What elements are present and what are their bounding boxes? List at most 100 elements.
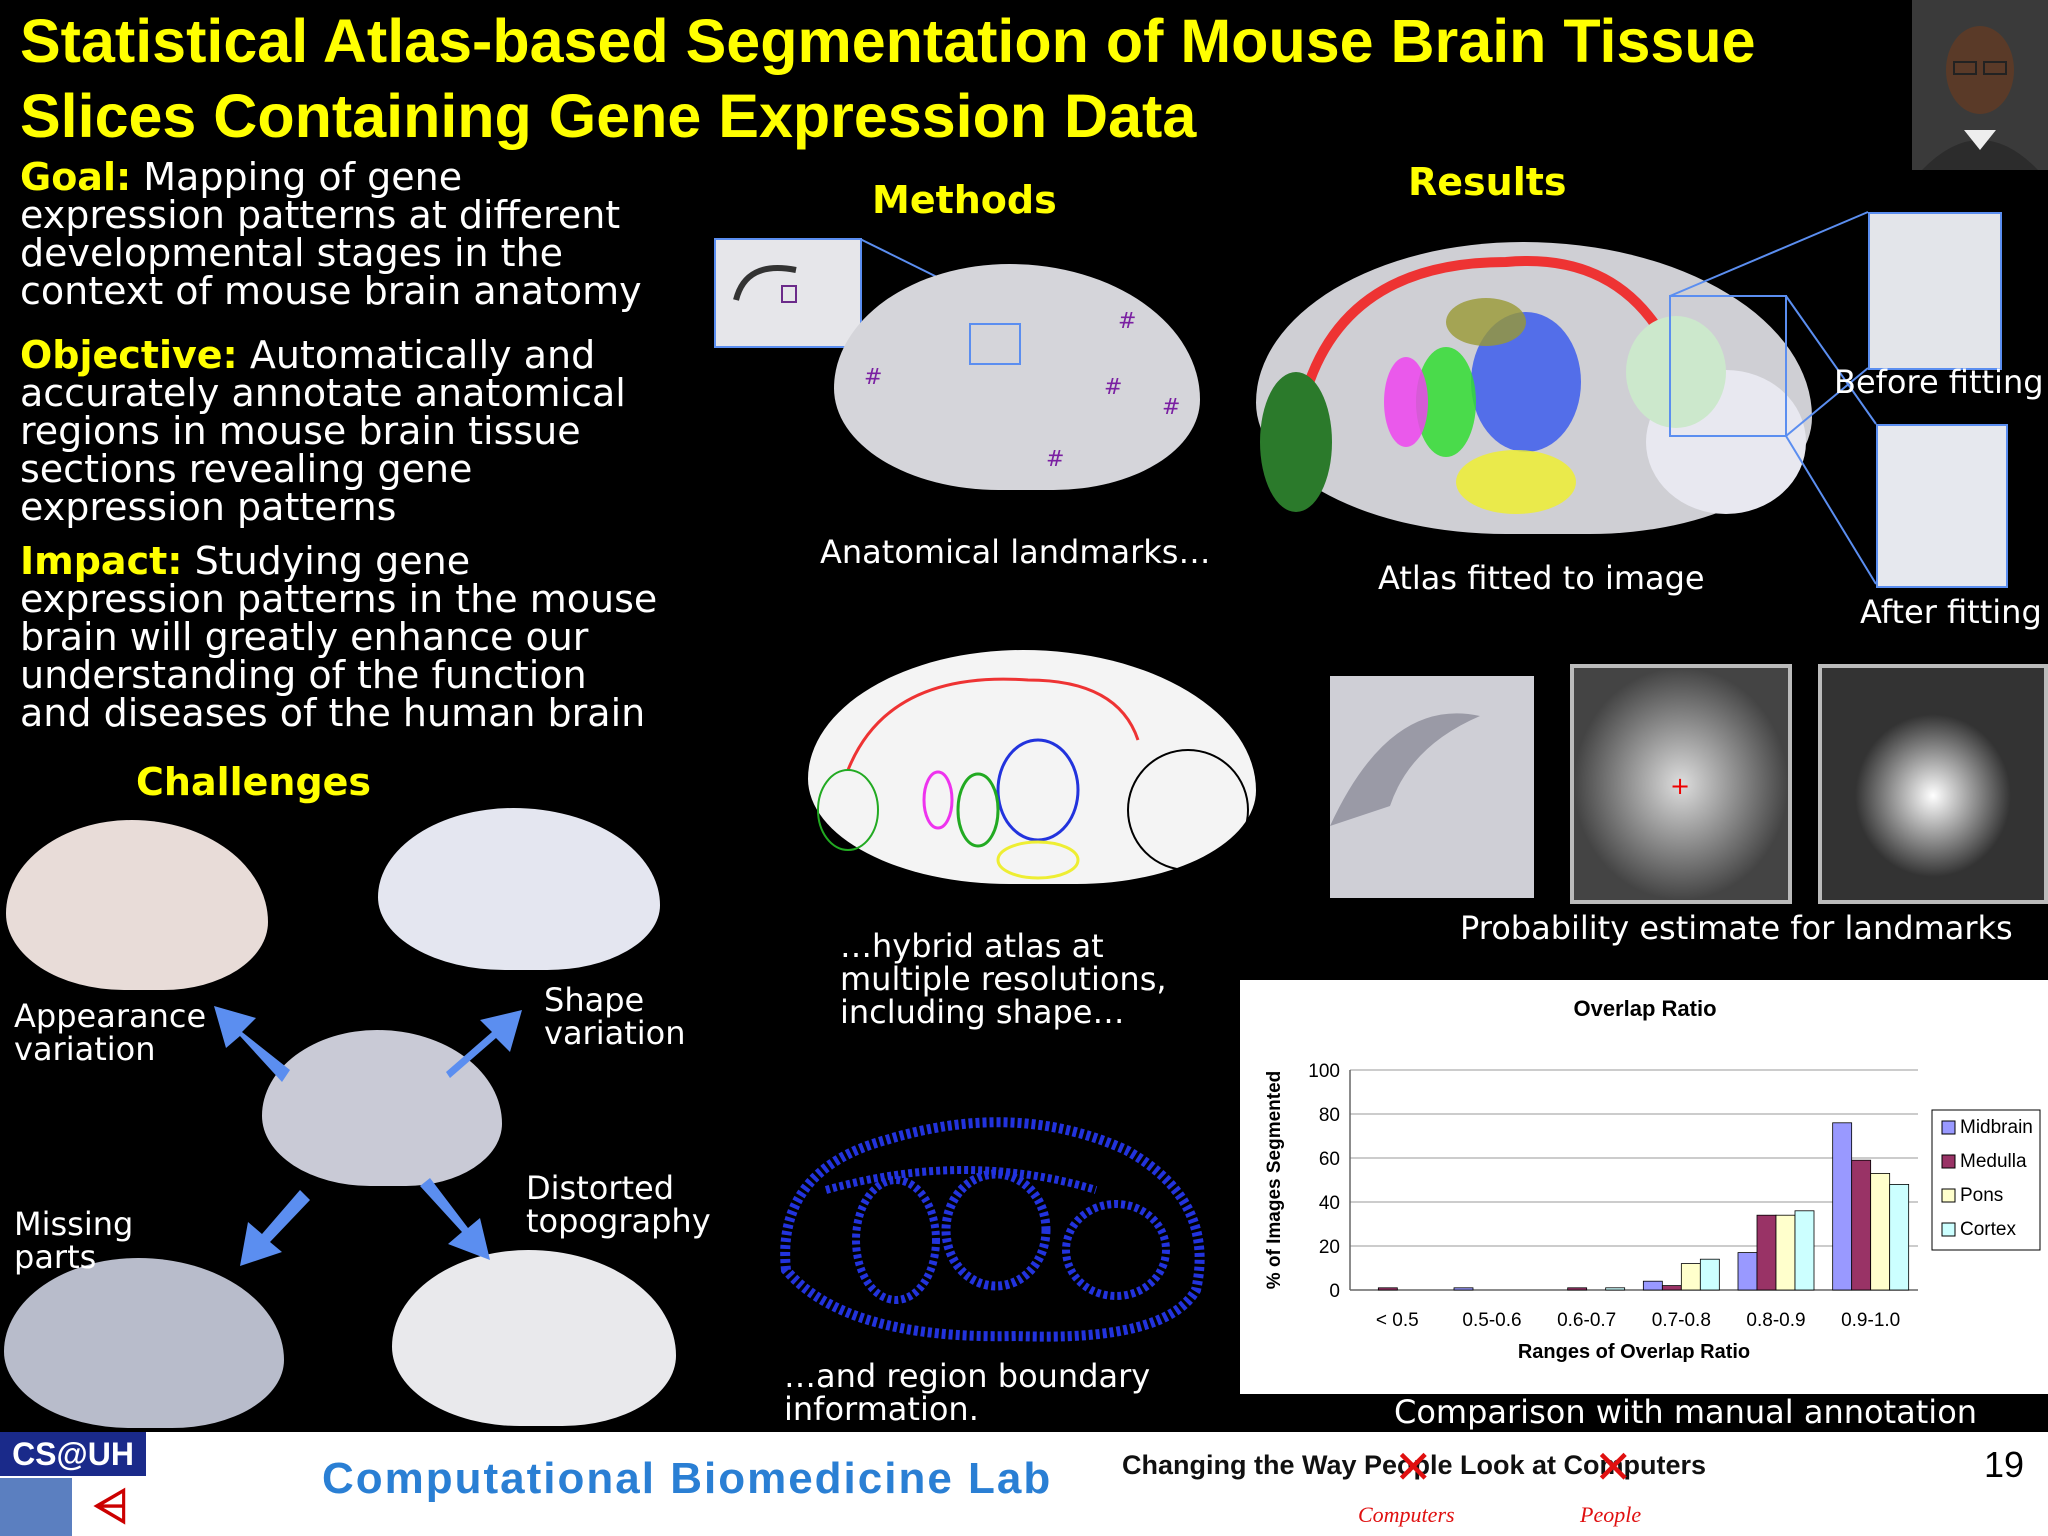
hybrid-caption: …hybrid atlas at multiple resolutions, i… bbox=[840, 927, 1167, 1031]
brain-image-distorted bbox=[392, 1250, 676, 1426]
legend-label-cortex: Cortex bbox=[1960, 1219, 2016, 1240]
before-fitting-caption: Before fitting bbox=[1834, 363, 2044, 401]
distorted-caption: Distorted topography bbox=[526, 1169, 711, 1240]
arrow-up-left bbox=[214, 1006, 290, 1082]
comparison-caption: Comparison with manual annotation bbox=[1394, 1393, 1978, 1431]
bar-midbrain-3 bbox=[1642, 1280, 1663, 1291]
y-tick-label: 60 bbox=[1319, 1149, 1340, 1170]
footer-bar: CS@UH ⩤ Computational Biomedicine Lab Ch… bbox=[0, 1432, 2048, 1536]
brain-image-missing bbox=[4, 1258, 284, 1428]
svg-text:#: # bbox=[1046, 447, 1064, 472]
after-fitting-caption: After fitting bbox=[1860, 593, 2042, 631]
objective-label: Objective: bbox=[20, 333, 238, 377]
probability-map-1: + bbox=[1570, 664, 1792, 904]
x-tick-label: 0.8-0.9 bbox=[1746, 1310, 1805, 1331]
x-tick-label: 0.5-0.6 bbox=[1462, 1310, 1521, 1331]
bar-cortex-3 bbox=[1699, 1258, 1720, 1291]
x-tick-label: 0.9-1.0 bbox=[1841, 1310, 1900, 1331]
x-axis-title: Ranges of Overlap Ratio bbox=[1518, 1341, 1750, 1363]
challenge-arrows bbox=[214, 1006, 522, 1266]
chart-title: Overlap Ratio bbox=[1573, 996, 1716, 1021]
svg-text:#: # bbox=[1104, 375, 1122, 400]
bar-medulla-5 bbox=[1851, 1159, 1872, 1291]
bar-midbrain-4 bbox=[1737, 1252, 1758, 1291]
page-number: 19 bbox=[1984, 1444, 2025, 1485]
impact-label: Impact: bbox=[20, 539, 183, 583]
bar-cortex-4 bbox=[1794, 1210, 1815, 1291]
legend-label-medulla: Medulla bbox=[1960, 1151, 2027, 1172]
arrow-down-right bbox=[420, 1178, 490, 1260]
bar-pons-5 bbox=[1870, 1172, 1891, 1291]
goal-label: Goal: bbox=[20, 155, 132, 199]
methods-heading: Methods bbox=[872, 178, 1057, 222]
cross-mark-icon-1: ✕ bbox=[1394, 1440, 1433, 1494]
uh-logo-icon: ⩤ bbox=[78, 1478, 144, 1536]
svg-text:+: + bbox=[1670, 772, 1690, 800]
hybrid-atlas-image bbox=[808, 650, 1256, 884]
bar-midbrain-1 bbox=[1453, 1287, 1474, 1291]
brain-image-landmarks bbox=[834, 264, 1200, 490]
landmark-markers: # # # # # bbox=[864, 309, 1180, 472]
landmark-zoom-inset bbox=[714, 238, 862, 348]
objective-text: Automatically and accurately annotate an… bbox=[20, 333, 626, 529]
csuh-logo: CS@UH bbox=[0, 1432, 146, 1476]
brain-image-center bbox=[262, 1030, 502, 1186]
slide-title: Statistical Atlas-based Segmentation of … bbox=[20, 7, 1756, 150]
x-tick-label: 0.7-0.8 bbox=[1652, 1310, 1711, 1331]
brain-image-shape bbox=[378, 808, 660, 970]
bar-cortex-5 bbox=[1889, 1183, 1910, 1291]
bar-cortex-2 bbox=[1605, 1287, 1626, 1291]
legend-swatch-cortex bbox=[1941, 1222, 1956, 1237]
goal-paragraph: Goal: Mapping of gene expression pattern… bbox=[20, 158, 660, 310]
slogan-replacement-2: People bbox=[1580, 1502, 1642, 1527]
svg-text:#: # bbox=[1118, 309, 1136, 334]
lab-name: Computational Biomedicine Lab bbox=[322, 1454, 1053, 1503]
y-tick-label: 100 bbox=[1308, 1061, 1340, 1082]
challenges-heading: Challenges bbox=[136, 760, 372, 804]
atlas-fitted-image bbox=[1256, 242, 1812, 534]
fitting-connector-lines bbox=[1669, 211, 1877, 585]
slogan-replacement-1: Computers bbox=[1358, 1502, 1455, 1527]
presenter-photo bbox=[1912, 0, 2048, 170]
cross-mark-icon-2: ✕ bbox=[1594, 1440, 1633, 1494]
legend-swatch-pons bbox=[1941, 1188, 1956, 1203]
results-heading: Results bbox=[1408, 160, 1567, 204]
x-tick-label: 0.6-0.7 bbox=[1557, 1310, 1616, 1331]
atlas-fitted-caption: Atlas fitted to image bbox=[1378, 559, 1705, 597]
y-tick-label: 20 bbox=[1319, 1237, 1340, 1258]
goal-text: Mapping of gene expression patterns at d… bbox=[20, 155, 642, 313]
y-tick-label: 40 bbox=[1319, 1193, 1340, 1214]
shape-caption: Shape variation bbox=[544, 981, 686, 1052]
bar-midbrain-5 bbox=[1832, 1122, 1853, 1291]
cbl-logo-icon bbox=[0, 1478, 72, 1536]
boundary-atlas-image bbox=[766, 1110, 1216, 1342]
bar-medulla-4 bbox=[1756, 1214, 1777, 1291]
svg-text:#: # bbox=[864, 365, 882, 390]
overlap-ratio-chart: Overlap Ratio 0 20 40 60 80 100 < 0.5 0.5-0.6 0.6… bbox=[1240, 980, 2048, 1394]
landmarks-caption: Anatomical landmarks… bbox=[820, 533, 1211, 571]
arrow-down-left bbox=[240, 1190, 310, 1266]
y-tick-label: 0 bbox=[1329, 1281, 1340, 1302]
bar-medulla-2 bbox=[1567, 1287, 1588, 1291]
brain-image-appearance bbox=[6, 820, 268, 990]
bar-pons-4 bbox=[1775, 1214, 1796, 1291]
bar-pons-3 bbox=[1680, 1263, 1701, 1291]
bar-medulla-0 bbox=[1377, 1287, 1398, 1291]
legend-swatch-medulla bbox=[1941, 1154, 1956, 1169]
svg-text:#: # bbox=[1162, 395, 1180, 420]
y-tick-label: 80 bbox=[1319, 1105, 1340, 1126]
legend-label-midbrain: Midbrain bbox=[1960, 1117, 2033, 1138]
probability-caption: Probability estimate for landmarks bbox=[1460, 909, 2013, 947]
arrow-up-right bbox=[446, 1010, 522, 1078]
probability-map-2 bbox=[1818, 664, 2048, 904]
after-fitting-inset bbox=[1876, 424, 2008, 588]
x-tick-label: < 0.5 bbox=[1376, 1310, 1419, 1331]
legend-label-pons: Pons bbox=[1960, 1185, 2003, 1206]
boundary-caption: …and region boundary information. bbox=[784, 1357, 1151, 1428]
objective-paragraph: Objective: Automatically and accurately … bbox=[20, 336, 660, 526]
probability-source-image bbox=[1330, 676, 1534, 898]
lab-slogan: Changing the Way People Look at Computer… bbox=[1122, 1450, 1707, 1480]
y-axis-title: % of Images Segmented bbox=[1264, 1071, 1285, 1290]
before-fitting-inset bbox=[1868, 212, 2002, 370]
bar-medulla-3 bbox=[1661, 1285, 1682, 1291]
